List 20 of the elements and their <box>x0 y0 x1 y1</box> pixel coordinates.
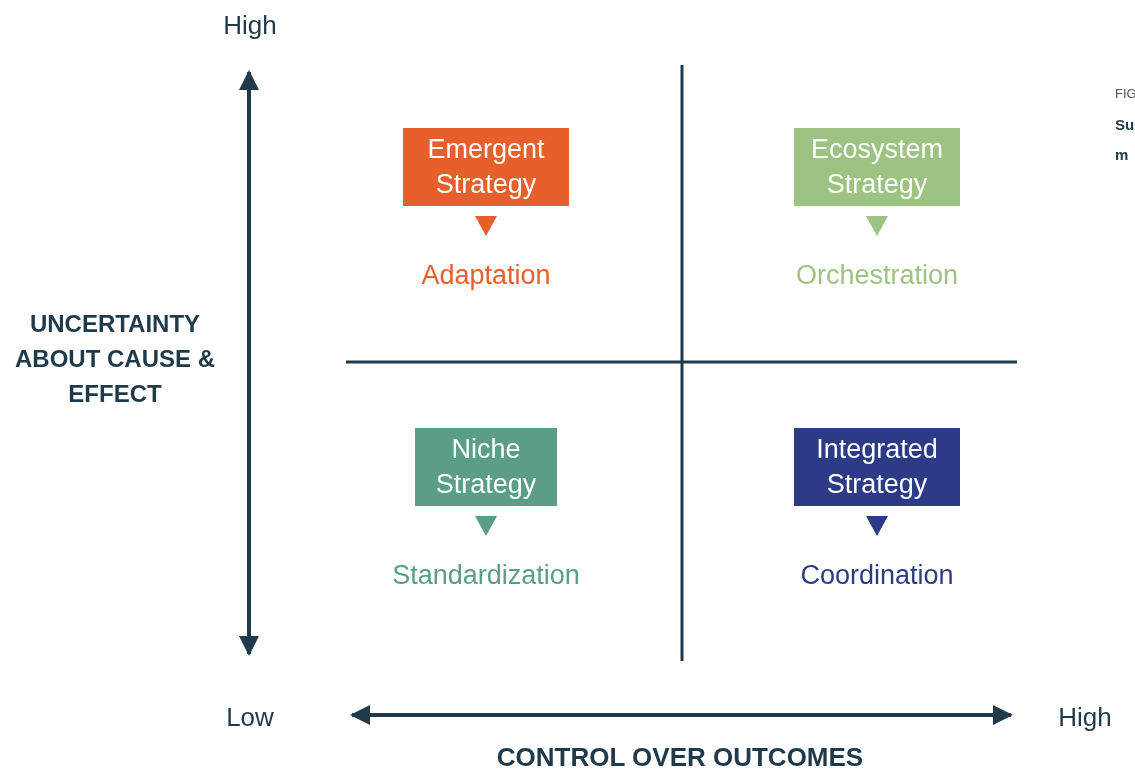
outcome-label: Coordination <box>747 556 1007 594</box>
outcome-label: Orchestration <box>747 256 1007 294</box>
figure-caption-text: m <box>1115 145 1129 165</box>
figure-caption-text: Su <box>1115 115 1135 135</box>
arrow <box>475 516 497 536</box>
axis-value-label: High <box>1057 701 1113 734</box>
strategy-box: Emergent Strategy <box>403 128 569 206</box>
axis-title: UNCERTAINTY ABOUT CAUSE & EFFECT <box>14 309 216 409</box>
strategy-box: Integrated Strategy <box>794 428 960 506</box>
strategy-box: Niche Strategy <box>415 428 557 506</box>
axis-title: CONTROL OVER OUTCOMES <box>495 741 865 772</box>
axis-value-label: High <box>222 9 278 42</box>
figure-caption-text: FIG <box>1115 85 1135 103</box>
arrow <box>866 516 888 536</box>
outcome-label: Adaptation <box>356 256 616 294</box>
outcome-label: Standardization <box>356 556 616 594</box>
axis-value-label: Low <box>225 701 275 734</box>
arrow <box>866 216 888 236</box>
strategy-box: Ecosystem Strategy <box>794 128 960 206</box>
arrow <box>475 216 497 236</box>
